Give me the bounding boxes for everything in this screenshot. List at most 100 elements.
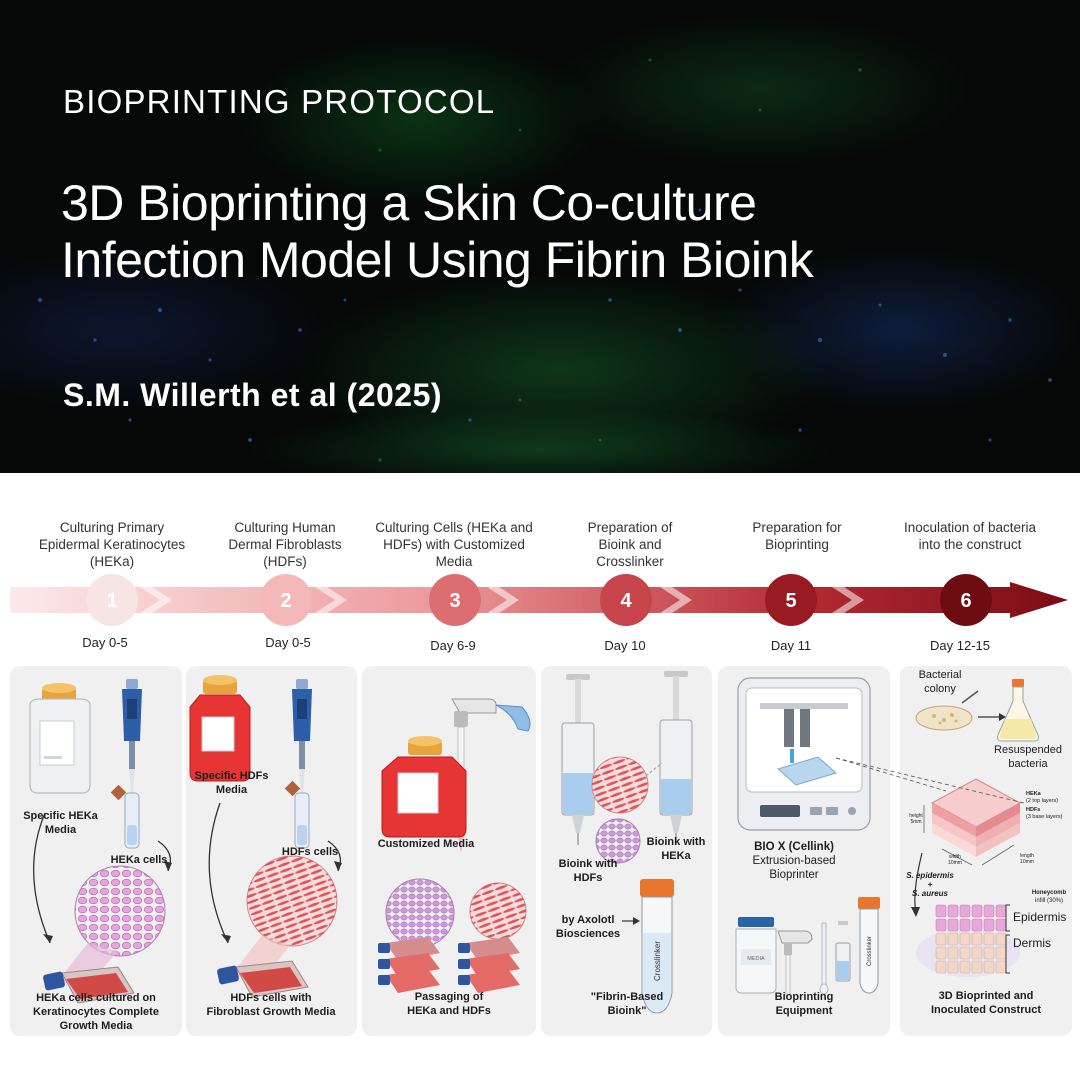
p1-caption-line: Growth Media <box>59 1020 133 1032</box>
step-2-title-line: (HDFs) <box>263 554 307 569</box>
step-5-day: Day 11 <box>770 638 812 653</box>
step-4-number: 4 <box>620 590 632 612</box>
p2-caption-line: HDFs cells with <box>230 992 312 1004</box>
p6-colony-line: Bacterial <box>918 669 962 681</box>
media-bottle-icon <box>381 736 467 838</box>
step-2-title: Culturing Human Dermal Fibroblasts (HDFs… <box>200 519 370 570</box>
p6-layer-hdfs-line: HDFs <box>1026 807 1041 813</box>
p3-media-label: Customized Media <box>377 838 475 850</box>
p4-caption-line: Bioink" <box>607 1005 647 1017</box>
petri-dish-icon <box>915 690 979 731</box>
arrow-icon <box>208 802 229 944</box>
p1-media-line: Specific HEKa <box>23 810 98 822</box>
diagram-graphics: Crosslinker <box>10 574 1072 1036</box>
p6-length-line: 10mm <box>1020 859 1034 865</box>
p6-height-line: height <box>909 813 923 819</box>
bioprinter-icon <box>737 677 871 831</box>
step-5-number: 5 <box>785 590 797 612</box>
panel-2-graphics <box>189 675 342 998</box>
panel-3-graphics <box>378 698 531 993</box>
step-6-day: Day 12-15 <box>930 638 990 653</box>
flask-stack-icon <box>378 937 520 993</box>
bottle-label: MEDIA <box>747 956 765 962</box>
p5-caption: Bioprinting Equipment <box>720 990 888 1018</box>
p6-resuspended-label: Resuspended bacteria <box>988 743 1068 771</box>
title-line-1: 3D Bioprinting a Skin Co-culture <box>61 175 757 231</box>
equipment-icon: MEDIA Crosslinker <box>735 897 880 996</box>
p5-printer-label: BIO X (Cellink) Extrusion-based Bioprint… <box>724 840 864 882</box>
p4-heka-line: HEKa <box>661 850 691 862</box>
step-5-title: Preparation for Bioprinting <box>712 519 882 553</box>
p4-hdfs-line: Bioink with <box>558 858 618 870</box>
p4-hdfs-line: HDFs <box>573 872 603 884</box>
keratinocyte-cells-icon <box>74 865 166 957</box>
p5-printer-line: Extrusion-based <box>752 855 836 867</box>
p6-width-line: 10mm <box>948 860 962 866</box>
step-4-day: Day 10 <box>604 638 646 653</box>
p6-caption-line: 3D Bioprinted and <box>938 990 1034 1002</box>
p6-width-line: width <box>949 854 961 860</box>
protocol-diagram: Culturing Primary Epidermal Keratinocyte… <box>0 473 1080 1080</box>
p6-height-label: height 5mm <box>908 813 924 825</box>
p6-layer-heka-label: HEKa (2 top layers) <box>1026 791 1076 805</box>
step-4-title: Preparation of Bioink and Crosslinker <box>545 519 715 570</box>
p6-bacteria-line: + <box>927 880 933 889</box>
media-bottle-icon <box>29 683 91 794</box>
tissue-layers-icon <box>923 778 1022 866</box>
step-1-circle <box>86 574 138 626</box>
p1-caption-line: Keratinocytes Complete <box>33 1006 159 1018</box>
step-circles <box>86 574 992 626</box>
p6-infill-line: Honeycomb <box>1031 890 1067 896</box>
step-2-title-line: Dermal Fibroblasts <box>228 537 342 552</box>
p4-caption: "Fibrin-Based Bioink" <box>543 990 711 1018</box>
p6-layer-heka-line: (2 top layers) <box>1026 798 1059 804</box>
crosslinker-tube-icon: Crosslinker <box>640 879 674 1014</box>
p4-heka-line: Bioink with <box>646 836 706 848</box>
panel-5-graphics: MEDIA Crosslinker <box>735 677 880 996</box>
p1-caption: HEKa cells cultured on Keratinocytes Com… <box>12 991 180 1033</box>
hero-banner: BIOPRINTING PROTOCOL 3D Bioprinting a Sk… <box>0 0 1080 473</box>
step-6-number: 6 <box>960 590 972 612</box>
step-3-title-line: Culturing Cells (HEKa and <box>375 520 533 535</box>
fibroblast-cells-icon <box>247 856 337 946</box>
p6-width-label: width 10mm <box>944 854 966 866</box>
p5-caption-line: Bioprinting <box>774 991 834 1003</box>
panel-6-graphics <box>835 679 1039 977</box>
page-title: 3D Bioprinting a Skin Co-culture Infecti… <box>61 175 814 289</box>
p2-media-label: Specific HDFs Media <box>189 769 274 797</box>
p1-media-label: Specific HEKa Media <box>18 809 103 837</box>
p1-caption-line: HEKa cells cultured on <box>36 992 156 1004</box>
p3-caption: Passaging of HEKa and HDFs <box>364 990 534 1018</box>
p6-infill-label: Honeycomb infill (30%) <box>1024 889 1074 905</box>
p5-printer-line: BIO X (Cellink) <box>754 841 834 853</box>
panel-4-graphics: Crosslinker <box>561 671 693 1014</box>
step-3-day: Day 6-9 <box>430 638 476 653</box>
step-6-title-line: Inoculation of bacteria <box>903 520 1037 535</box>
p5-printer-line: Bioprinter <box>769 869 819 881</box>
p6-resuspended-line: bacteria <box>1008 758 1048 770</box>
p6-height-line: 5mm <box>910 819 922 825</box>
step-1-day: Day 0-5 <box>82 635 128 650</box>
p2-media-line: Media <box>215 784 248 796</box>
step-1-title: Culturing Primary Epidermal Keratinocyte… <box>27 519 197 570</box>
p6-caption: 3D Bioprinted and Inoculated Construct <box>902 989 1070 1017</box>
pipette-icon <box>122 679 142 849</box>
p4-caption-line: "Fibrin-Based <box>590 991 664 1003</box>
step-5-circle <box>765 574 817 626</box>
p6-resuspended-line: Resuspended <box>994 744 1062 756</box>
p2-cells-label: HDFs cells <box>281 846 339 858</box>
step-2-title-line: Culturing Human <box>234 520 336 535</box>
projection-line <box>835 757 947 792</box>
p6-infill-line: infill (30%) <box>1034 898 1063 904</box>
culture-flask-icon <box>217 960 309 998</box>
p4-vendor-label: by Axolotl Biosciences <box>546 913 630 941</box>
construct-icon <box>916 904 1020 977</box>
title-line-2: Infection Model Using Fibrin Bioink <box>61 232 814 288</box>
tube-label: Crosslinker <box>867 936 873 966</box>
media-bottle-icon <box>189 675 251 782</box>
step-6-circle <box>940 574 992 626</box>
step-1-number: 1 <box>106 590 118 612</box>
step-3-title: Culturing Cells (HEKa and HDFs) with Cus… <box>369 519 539 570</box>
p4-hdfs-label: Bioink with HDFs <box>548 857 628 885</box>
keratinocyte-cells-icon <box>595 818 641 864</box>
